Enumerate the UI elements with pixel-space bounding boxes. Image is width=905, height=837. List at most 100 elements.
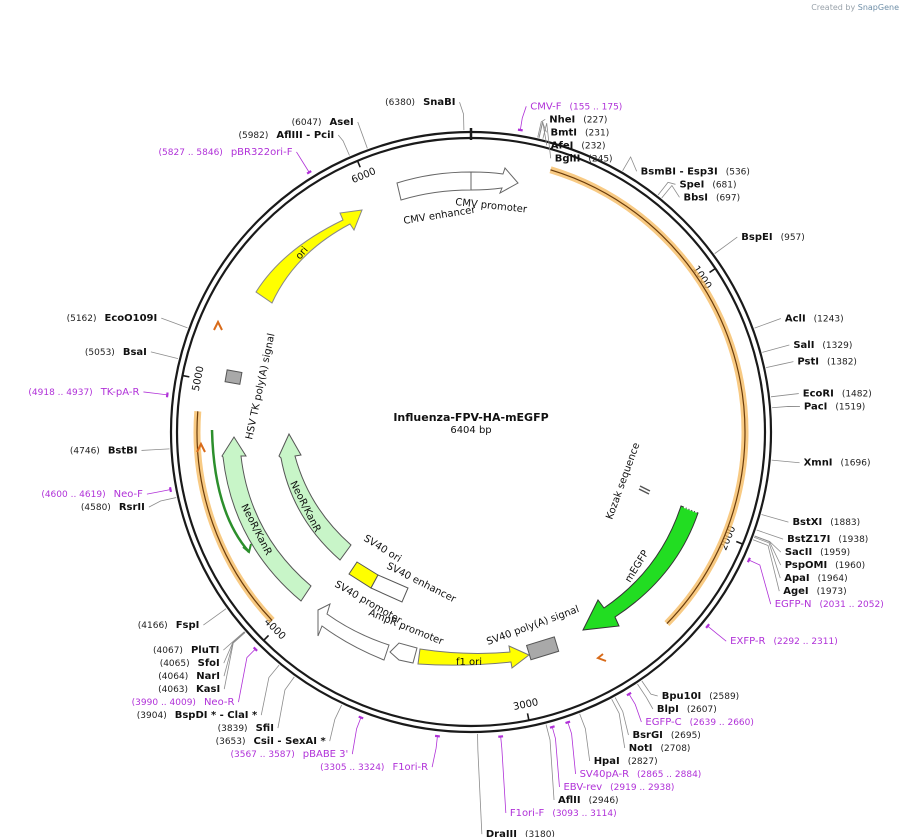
- label-position: (1960): [835, 561, 865, 571]
- site-label[interactable]: BstXI(1883): [792, 517, 860, 528]
- feature-f1-ori[interactable]: [417, 645, 530, 669]
- primer-label[interactable]: (3990 .. 4009)Neo-R: [132, 697, 235, 708]
- site-leader-line: [762, 344, 790, 353]
- primer-label[interactable]: (4918 .. 4937)TK-pA-R: [28, 387, 139, 398]
- feature-neor-outer[interactable]: [221, 436, 312, 602]
- scale-tick: [526, 713, 530, 721]
- primer-label[interactable]: F1ori-F(3093 .. 3114): [510, 808, 617, 819]
- site-label[interactable]: PstI(1382): [797, 357, 857, 368]
- label-name: EXFP-R: [730, 636, 765, 647]
- site-leader-line: [260, 664, 280, 716]
- feature-kozak[interactable]: [638, 485, 651, 495]
- orf-neor-outer: [210, 429, 250, 553]
- feature-label-kozak: Kozak sequence: [604, 441, 642, 521]
- feature-ori[interactable]: [255, 209, 363, 304]
- site-label[interactable]: HpaI(2827): [594, 756, 658, 767]
- megfp-hatch: [683, 506, 698, 513]
- primer-leader-line: [551, 725, 560, 788]
- primer-label[interactable]: CMV-F(155 .. 175): [530, 101, 622, 112]
- site-label[interactable]: (4067)PluTI: [153, 645, 219, 656]
- primer-label[interactable]: (3567 .. 3587)pBABE 3': [230, 749, 348, 760]
- label-position: (231): [585, 128, 609, 138]
- label-position: (227): [583, 115, 607, 125]
- site-label[interactable]: BmtI(231): [550, 127, 609, 138]
- feature-label-hsv-tk-polya: HSV TK poly(A) signal: [244, 332, 277, 440]
- site-leader-line: [752, 539, 780, 592]
- site-label[interactable]: Bpu10I(2589): [662, 691, 739, 702]
- primer-label[interactable]: EXFP-R(2292 .. 2311): [730, 636, 838, 647]
- site-label[interactable]: DraIII(3180): [486, 829, 555, 837]
- site-label[interactable]: EcoRI(1482): [803, 389, 872, 400]
- label-position: (2031 .. 2052): [819, 600, 883, 610]
- feature-ampr-promoter[interactable]: [389, 642, 418, 664]
- site-label[interactable]: BlpI(2607): [657, 704, 717, 715]
- site-label[interactable]: (4166)FspI: [138, 620, 200, 631]
- site-label[interactable]: (3839)SfiI: [218, 723, 274, 734]
- site-label[interactable]: NheI(227): [549, 114, 607, 125]
- site-leader-line: [637, 683, 654, 710]
- label-name: SfoI: [198, 658, 220, 669]
- site-leader-line: [770, 393, 799, 398]
- site-label[interactable]: (6047)AseI: [292, 117, 354, 128]
- site-label[interactable]: (4746)BstBI: [70, 445, 138, 456]
- site-label[interactable]: (4063)KasI: [158, 684, 220, 695]
- site-label[interactable]: BsmBI - Esp3I(536): [641, 166, 750, 177]
- site-label[interactable]: (6380)SnaBI: [385, 97, 455, 108]
- primer-label[interactable]: EGFP-C(2639 .. 2660): [645, 717, 754, 728]
- primer-mark: [168, 487, 173, 493]
- site-label[interactable]: (5162)EcoO109I: [67, 313, 158, 324]
- site-label[interactable]: PspOMI(1960): [785, 560, 865, 571]
- label-name: SnaBI: [423, 97, 455, 108]
- feature-neor-inner[interactable]: [278, 432, 352, 561]
- primer-label[interactable]: EGFP-N(2031 .. 2052): [775, 599, 884, 610]
- site-leader-line: [141, 448, 170, 451]
- site-label[interactable]: AgeI(1973): [783, 586, 846, 597]
- site-label[interactable]: SpeI(681): [679, 179, 736, 190]
- orf-left-arrowhead: [213, 319, 223, 331]
- feature-hsv-tk-polya[interactable]: [224, 369, 243, 385]
- site-label[interactable]: BstZ17I(1938): [787, 534, 868, 545]
- primer-label[interactable]: (3305 .. 3324)F1ori-R: [320, 762, 428, 773]
- primer-label[interactable]: (4600 .. 4619)Neo-F: [41, 489, 143, 500]
- feature-sv40-enhancer[interactable]: [370, 574, 409, 603]
- site-leader-line: [771, 406, 800, 409]
- site-label[interactable]: BglII(245): [555, 153, 613, 164]
- feature-megfp[interactable]: [582, 505, 699, 631]
- label-name: FspI: [176, 620, 200, 631]
- site-label[interactable]: (5053)BsaI: [85, 347, 147, 358]
- site-label[interactable]: (5982)AflIII - PciI: [238, 130, 334, 141]
- site-leader-line: [148, 497, 177, 508]
- primer-label[interactable]: (5827 .. 5846)pBR322ori-F: [159, 147, 293, 158]
- label-position: (1973): [817, 587, 847, 597]
- feature-sv40-promoter[interactable]: [317, 603, 390, 661]
- site-label[interactable]: AclI(1243): [785, 313, 844, 324]
- site-label[interactable]: BsrGI(2695): [632, 730, 700, 741]
- primer-label[interactable]: SV40pA-R(2865 .. 2884): [580, 769, 702, 780]
- site-label[interactable]: XmnI(1696): [804, 458, 871, 469]
- primer-label[interactable]: EBV-rev(2919 .. 2938): [563, 782, 674, 793]
- feature-cmv-promoter[interactable]: [470, 167, 519, 195]
- site-label[interactable]: AflII(2946): [558, 795, 619, 806]
- feature-sv40-polya[interactable]: [525, 636, 560, 661]
- site-leader-line: [622, 156, 638, 172]
- label-position: (1243): [814, 314, 844, 324]
- site-label[interactable]: BbsI(697): [683, 192, 740, 203]
- site-label[interactable]: (4064)NarI: [158, 671, 220, 682]
- site-label[interactable]: PacI(1519): [804, 402, 865, 413]
- site-label[interactable]: (4065)SfoI: [160, 658, 220, 669]
- site-label[interactable]: SacII(1959): [785, 547, 850, 558]
- site-leader-line: [223, 632, 246, 690]
- site-label[interactable]: SalI(1329): [793, 340, 852, 351]
- label-name: CsiI - SexAI *: [254, 736, 327, 747]
- site-label[interactable]: (3904)BspDI * - ClaI *: [137, 710, 258, 721]
- site-label[interactable]: ApaI(1964): [784, 573, 847, 584]
- site-label[interactable]: NotI(2708): [629, 743, 691, 754]
- label-position: (1482): [842, 390, 872, 400]
- site-label[interactable]: BspEI(957): [741, 232, 805, 243]
- feature-cmv-enhancer[interactable]: [396, 171, 472, 201]
- site-label[interactable]: (3653)CsiI - SexAI *: [216, 736, 327, 747]
- site-label[interactable]: (4580)RsrII: [81, 502, 145, 513]
- site-label[interactable]: AfeI(232): [551, 140, 606, 151]
